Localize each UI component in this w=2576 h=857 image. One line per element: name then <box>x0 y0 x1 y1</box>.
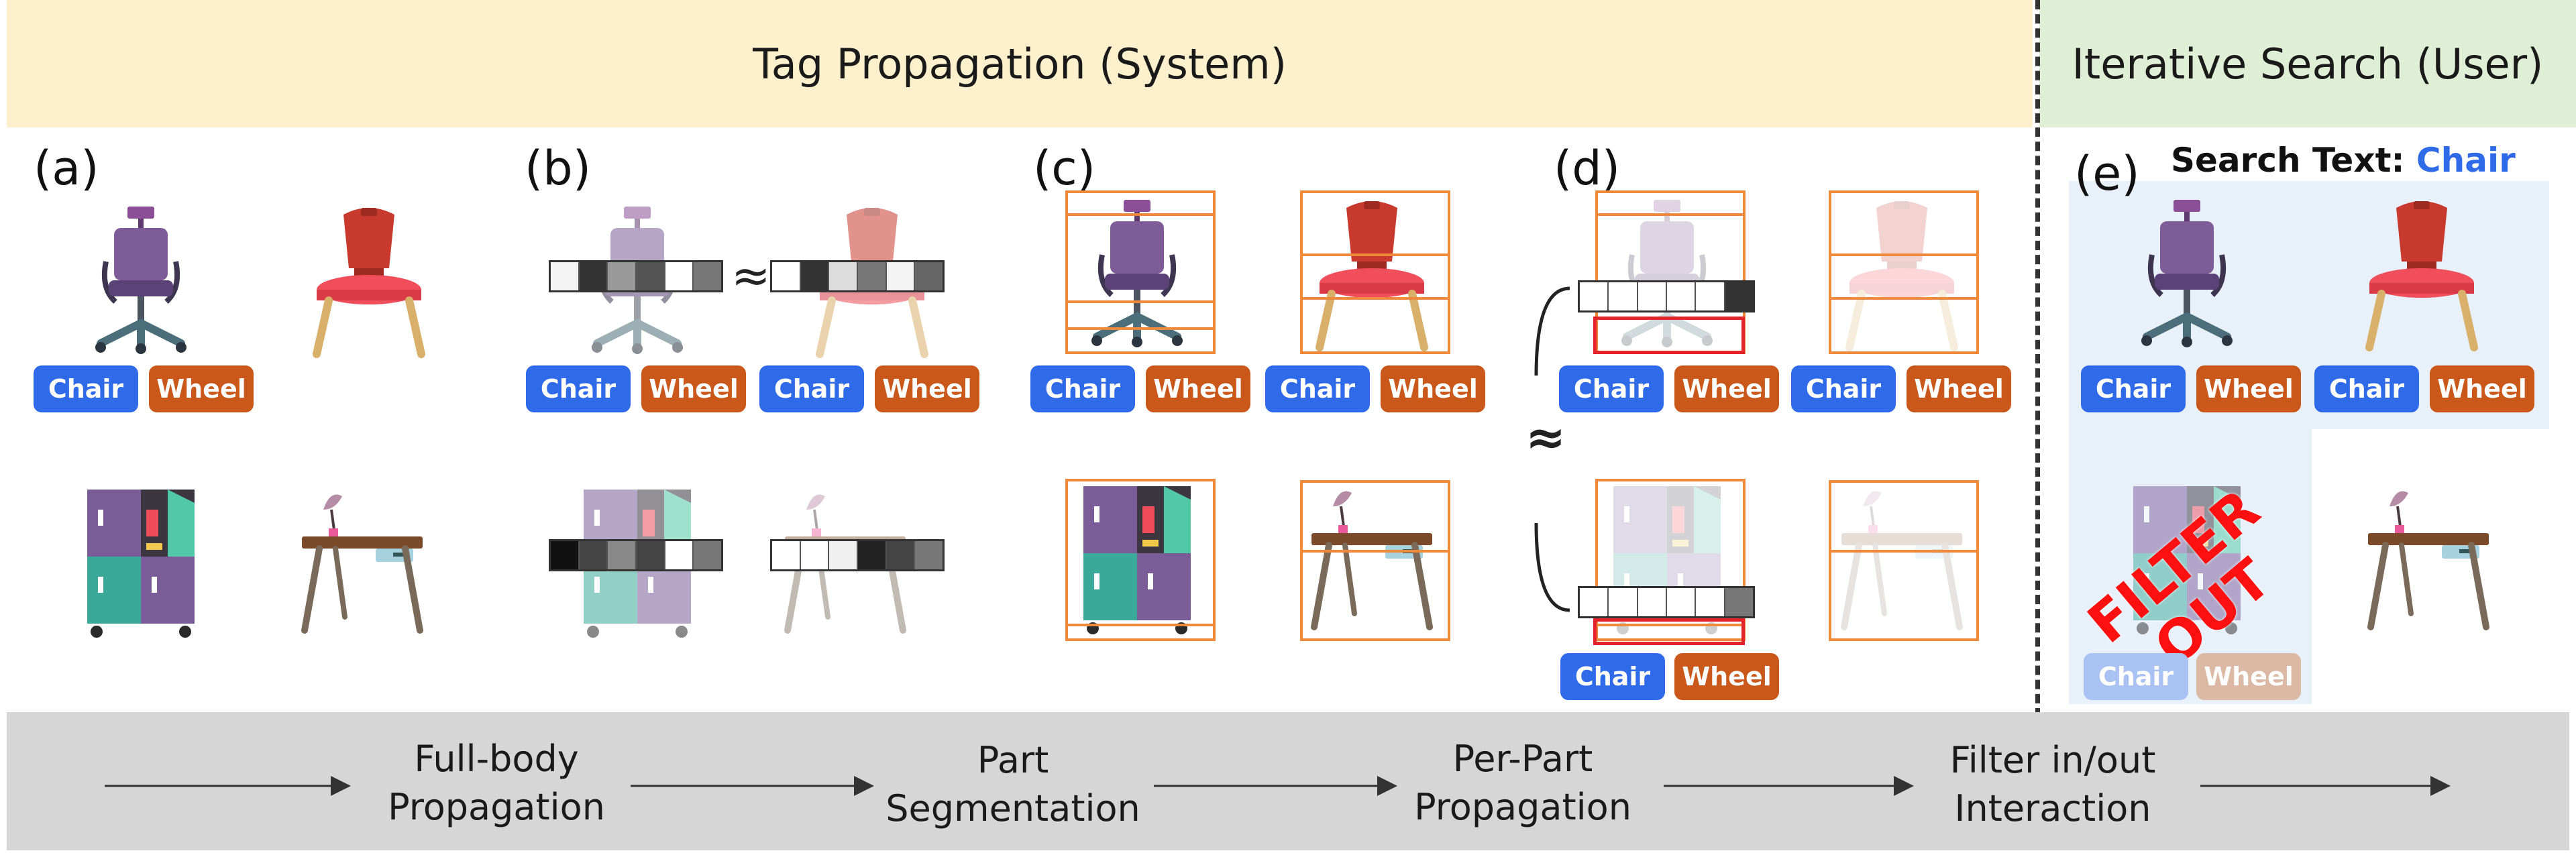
tag-wheel[interactable]: Wheel <box>1907 365 2011 412</box>
part-box-locker <box>1065 479 1216 641</box>
red-chair-image <box>302 201 436 362</box>
tag-chair[interactable]: Chair <box>1265 365 1370 412</box>
office-chair-image <box>2120 194 2254 355</box>
red-chair-image <box>2355 194 2489 355</box>
part-box-office-chair <box>1065 190 1216 354</box>
feature-vector-red-chair <box>770 260 945 292</box>
panel-label-b: (b) <box>525 141 592 196</box>
tag-wheel[interactable]: Wheel <box>875 365 979 412</box>
office-chair-image <box>74 201 208 362</box>
tag-wheel[interactable]: Wheel <box>1674 365 1779 412</box>
tag-chair[interactable]: Chair <box>34 365 138 412</box>
tag-chair[interactable]: Chair <box>1791 365 1896 412</box>
feature-vector-wheels <box>1578 586 1755 618</box>
feature-vector-desk <box>770 539 945 571</box>
tag-wheel[interactable]: Wheel <box>1674 653 1779 700</box>
part-box-red-chair <box>1300 190 1450 354</box>
section-divider <box>2035 0 2040 718</box>
tag-chair[interactable]: Chair <box>2081 365 2186 412</box>
tag-wheel[interactable]: Wheel <box>1146 365 1250 412</box>
pipeline-step-3-line-1: Per-Part <box>1452 738 1593 780</box>
pipeline-step-part-segmentation: Part Segmentation <box>885 736 1140 833</box>
tag-wheel-faded[interactable]: Wheel <box>2196 653 2301 700</box>
pipeline-step-3-line-2: Propagation <box>1414 786 1631 828</box>
part-box-locker <box>1595 479 1746 641</box>
tag-chair-faded[interactable]: Chair <box>2084 653 2188 700</box>
pipeline-step-full-body-propagation: Full-body Propagation <box>376 735 617 832</box>
header-iterative-search-label: Iterative Search (User) <box>2072 39 2544 89</box>
panel-label-d: (d) <box>1554 141 1621 196</box>
pipeline-step-4-line-1: Filter in/out <box>1949 739 2156 781</box>
search-text: Search Text: Chair <box>2171 141 2516 180</box>
pipeline-arrows <box>105 776 2451 796</box>
header-tag-propagation: Tag Propagation (System) <box>7 0 2033 127</box>
part-box-desk <box>1829 480 1979 641</box>
part-box-red-chair <box>1829 190 1979 354</box>
similar-symbol: ≈ <box>1525 409 1566 465</box>
tag-chair[interactable]: Chair <box>1559 365 1664 412</box>
segment-box-wheels <box>1593 618 1745 645</box>
pipeline-step-2-line-2: Segmentation <box>885 787 1140 830</box>
tag-chair[interactable]: Chair <box>759 365 864 412</box>
header-tag-propagation-label: Tag Propagation (System) <box>753 39 1287 89</box>
pipeline-step-4-line-2: Interaction <box>1954 787 2151 830</box>
desk-image <box>2355 479 2502 640</box>
panel-label-e: (e) <box>2074 146 2140 201</box>
tag-wheel[interactable]: Wheel <box>1381 365 1485 412</box>
similar-symbol: ≈ <box>731 248 771 303</box>
panel-label-c: (c) <box>1033 141 1096 196</box>
pipeline-step-2-line-1: Part <box>977 739 1049 781</box>
part-box-desk <box>1300 480 1450 641</box>
bracket-connector <box>1534 286 1570 612</box>
feature-vector-office-chair <box>549 260 723 292</box>
locker-image <box>74 483 208 644</box>
pipeline-step-per-part-propagation: Per-Part Propagation <box>1402 735 1644 832</box>
desk-image <box>288 483 436 644</box>
search-text-label: Search Text: <box>2171 141 2405 180</box>
tag-chair[interactable]: Chair <box>526 365 631 412</box>
pipeline-step-filter-interaction: Filter in/out Interaction <box>1925 736 2180 833</box>
panel-label-a: (a) <box>34 141 99 196</box>
tag-chair[interactable]: Chair <box>2314 365 2419 412</box>
pipeline-step-1-line-2: Propagation <box>388 786 605 828</box>
header-iterative-search: Iterative Search (User) <box>2039 0 2576 127</box>
tag-chair[interactable]: Chair <box>1560 653 1665 700</box>
segment-box-wheels <box>1593 317 1745 354</box>
feature-vector-locker <box>549 539 723 571</box>
pipeline-bar <box>7 712 2569 850</box>
tag-wheel[interactable]: Wheel <box>641 365 746 412</box>
tag-wheel[interactable]: Wheel <box>149 365 254 412</box>
search-text-value[interactable]: Chair <box>2416 141 2516 180</box>
tag-chair[interactable]: Chair <box>1030 365 1135 412</box>
tag-wheel[interactable]: Wheel <box>2196 365 2301 412</box>
pipeline-step-1-line-1: Full-body <box>414 738 579 780</box>
feature-vector-wheels <box>1578 280 1755 312</box>
tag-wheel[interactable]: Wheel <box>2430 365 2534 412</box>
